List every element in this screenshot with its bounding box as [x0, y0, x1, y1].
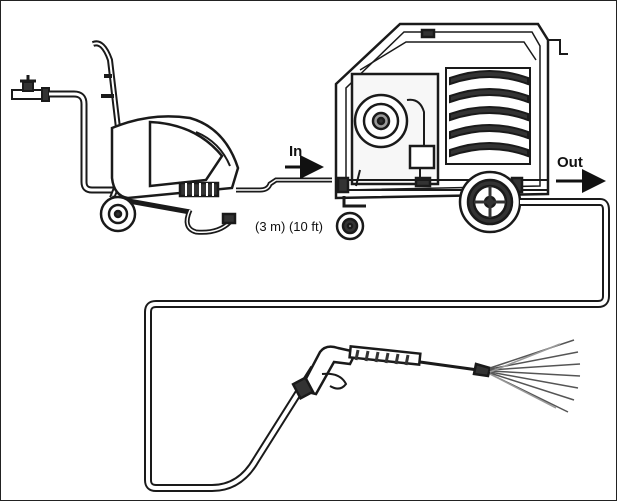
- heating-coil: [445, 67, 531, 165]
- connecting-hose: [236, 177, 332, 193]
- outlet-hose: [144, 198, 610, 492]
- spray-mist-icon: [489, 339, 581, 413]
- hose-length-label: (3 m) (10 ft): [255, 219, 323, 234]
- inlet-label: In: [289, 143, 303, 160]
- spray-gun-icon: [291, 344, 492, 401]
- heater-wheel: [458, 170, 522, 234]
- caster-wheel: [335, 196, 366, 241]
- water-tap-icon: [11, 75, 50, 102]
- outlet-label: Out: [557, 154, 583, 171]
- pressure-washer-icon: [91, 40, 240, 235]
